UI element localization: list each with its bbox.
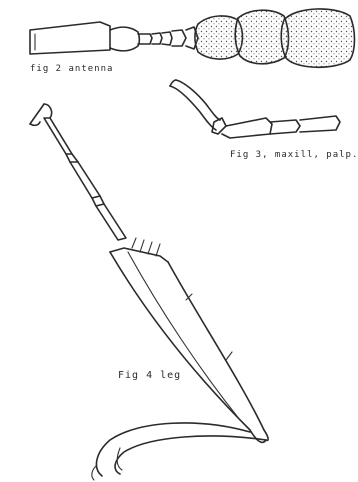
fig2-antenna-label: fig 2 antenna	[30, 64, 113, 74]
fig4-leg-label: Fig 4 leg	[118, 370, 181, 381]
antenna-drawing	[30, 9, 355, 67]
maxillary-palp-drawing	[170, 80, 340, 138]
leg-drawing	[30, 104, 268, 480]
fig3-maxillary-palp-label: Fig 3, maxill, palp.	[230, 150, 358, 160]
